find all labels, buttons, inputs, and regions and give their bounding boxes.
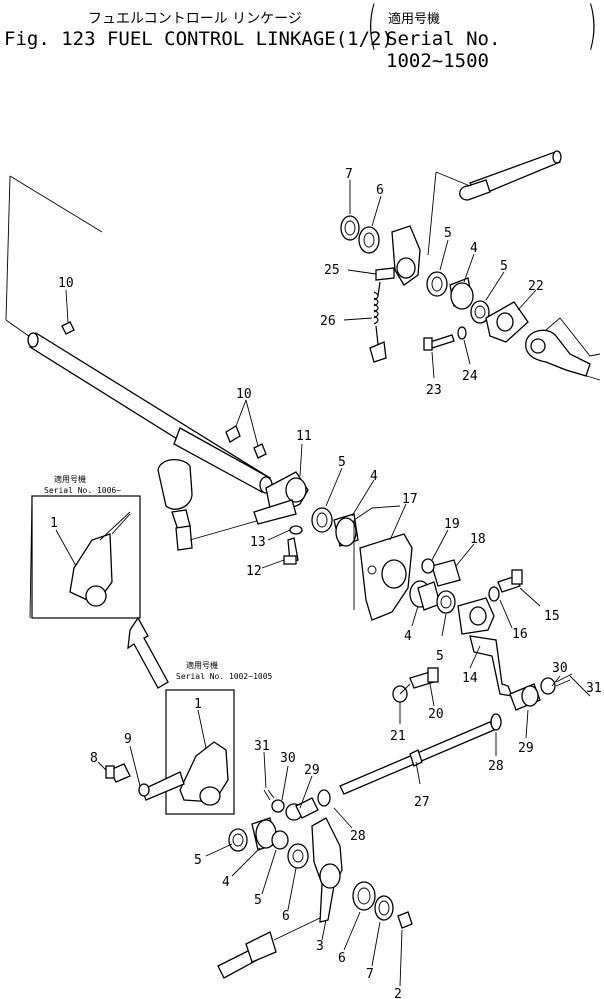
callout-label: 27 [414, 795, 430, 810]
leader-lines [55, 180, 591, 987]
upper-lever-assembly [340, 150, 601, 381]
callout-label: 23 [426, 383, 442, 398]
callout-label: 24 [462, 369, 478, 384]
callout-label: 15 [544, 609, 560, 624]
callout-label: 30 [280, 751, 296, 766]
callout-label: 6 [376, 183, 384, 198]
callout-label: 5 [194, 853, 202, 868]
callout-label: 4 [370, 469, 378, 484]
callout-label: 5 [436, 649, 444, 664]
serial-open-paren: ( [367, 0, 378, 56]
callout-label: 19 [444, 517, 460, 532]
serial-close-paren: ) [587, 0, 598, 56]
inset-upper: 適用号機 Serial No. 1006~ [29, 474, 141, 619]
callout-label: 8 [90, 751, 98, 766]
callout-label: 5 [254, 893, 262, 908]
callout-label: 5 [444, 226, 452, 241]
callout-label: 30 [552, 661, 568, 676]
callout-label: 13 [250, 535, 266, 550]
inset-upper-label-jp: 適用号機 [54, 474, 86, 484]
callout-label: 2 [394, 987, 402, 999]
callout-label: 28 [350, 829, 366, 844]
inset-upper-label: Serial No. 1006~ [44, 486, 121, 495]
inset-lower-label-jp: 適用号機 [186, 660, 218, 670]
callout-label: 7 [345, 167, 353, 182]
callout-labels: 7 6 5 4 5 22 25 26 23 24 10 10 11 5 4 17… [50, 167, 602, 999]
callout-label: 10 [236, 387, 252, 402]
figure-title: Fig. 123 FUEL CONTROL LINKAGE(1/2) [4, 28, 393, 50]
callout-label: 4 [222, 875, 230, 890]
callout-label: 28 [488, 759, 504, 774]
inset-lower-label: Serial No. 1002~1005 [176, 672, 273, 681]
callout-label: 6 [338, 951, 346, 966]
callout-label: 31 [254, 739, 270, 754]
inset-arrow [127, 616, 169, 689]
callout-label: 20 [428, 707, 444, 722]
callout-label: 4 [404, 629, 412, 644]
callout-label: 5 [500, 259, 508, 274]
callout-label: 11 [296, 429, 312, 444]
callout-label: 5 [338, 455, 346, 470]
callout-label: 21 [390, 729, 406, 744]
title-japanese: フュエルコントロール リンケージ [88, 11, 302, 27]
callout-label: 6 [282, 909, 290, 924]
callout-label: 3 [316, 939, 324, 954]
middle-lever-assembly [157, 459, 573, 711]
serial-applicable-japanese: 適用号機 [388, 12, 441, 27]
callout-label: 25 [324, 263, 340, 278]
callout-label: 29 [304, 763, 320, 778]
callout-label: 12 [246, 564, 262, 579]
callout-label: 26 [320, 314, 336, 329]
callout-label: 10 [58, 276, 74, 291]
callout-label: 14 [462, 671, 478, 686]
callout-label: 22 [528, 279, 544, 294]
callout-label: 1 [194, 697, 202, 712]
callout-label: 9 [124, 732, 132, 747]
callout-label: 16 [512, 627, 528, 642]
callout-label: 31 [586, 681, 602, 696]
cross-shaft [5, 175, 273, 494]
callout-label: 18 [470, 532, 486, 547]
callout-label: 1 [50, 516, 58, 531]
lower-lever-assembly [217, 789, 413, 979]
callout-label: 17 [402, 492, 418, 507]
control-rod [317, 713, 502, 807]
callout-label: 4 [470, 241, 478, 256]
serial-range: Serial No. 1002~1500 [386, 28, 501, 72]
inset-lower: 適用号機 Serial No. 1002~1005 [105, 660, 273, 815]
callout-label: 7 [366, 967, 374, 982]
callout-label: 29 [518, 741, 534, 756]
